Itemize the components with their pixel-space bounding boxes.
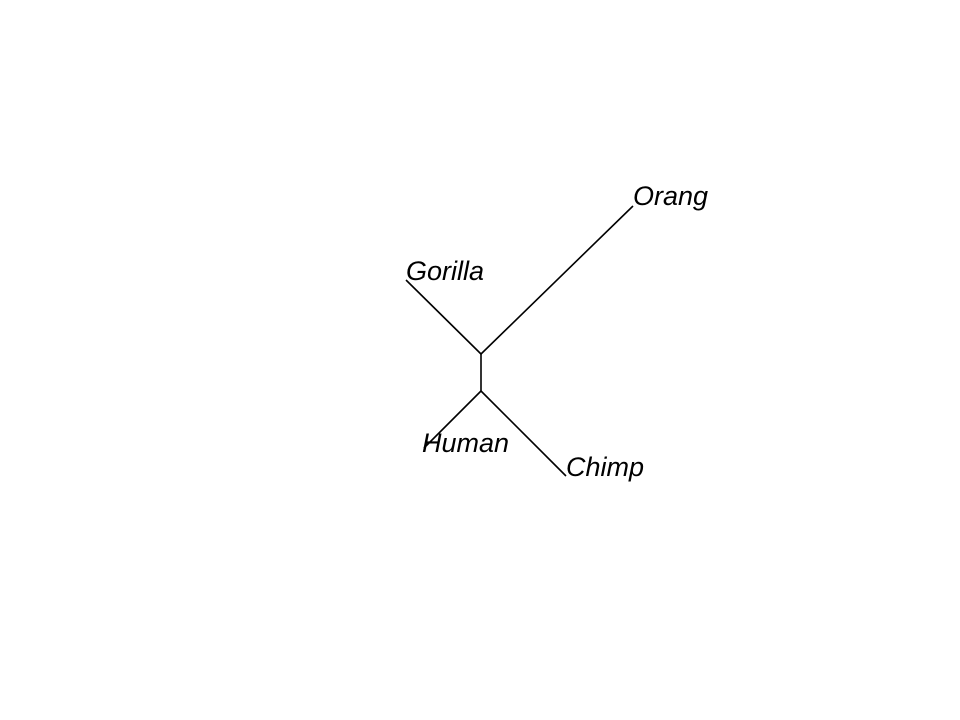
branch-orang	[480, 205, 634, 355]
branch-human	[423, 390, 482, 449]
branch-gorilla	[405, 279, 482, 355]
branch-chimp	[480, 390, 567, 477]
tip-label-gorilla: Gorilla	[406, 256, 484, 286]
tip-label-orang: Orang	[633, 181, 708, 211]
tip-label-chimp: Chimp	[566, 452, 644, 482]
tip-label-human: Human	[422, 428, 509, 458]
